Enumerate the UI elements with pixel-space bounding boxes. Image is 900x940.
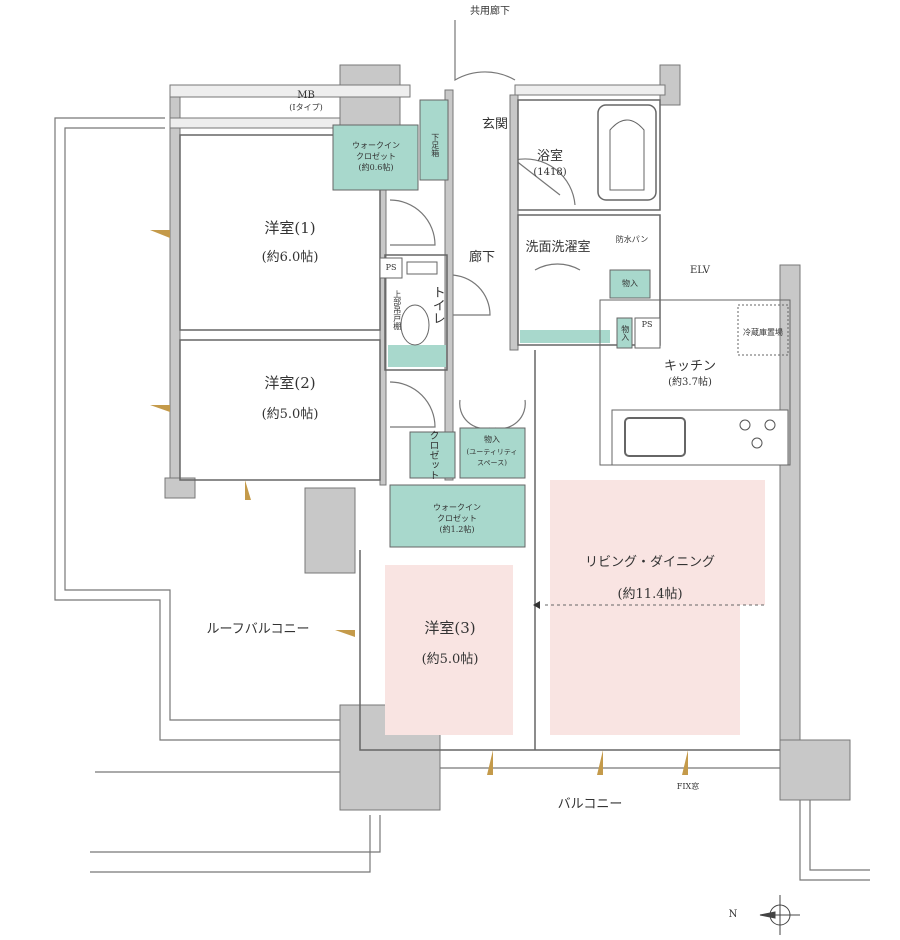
mb-type-label: (Iタイプ) xyxy=(289,103,323,113)
utility-storage xyxy=(459,427,526,479)
waterproof-pan-label: 防水パン xyxy=(615,235,649,245)
wic-small-label-2: クロゼット xyxy=(356,152,396,162)
wic-small-label: ウォークイン xyxy=(352,141,400,151)
room1-area: (約6.0帖) xyxy=(261,250,319,266)
utility-label: 物入 xyxy=(484,435,500,445)
wic-small-area: (約0.6帖) xyxy=(358,163,394,173)
bathtub xyxy=(597,104,657,201)
common-corridor-label: 共用廊下 xyxy=(470,6,510,17)
room2-area: (約5.0帖) xyxy=(261,407,319,423)
compass-icon xyxy=(759,895,800,935)
toilet-label: トイレ xyxy=(429,285,445,325)
entry-door xyxy=(454,20,516,82)
living-area: (約11.4帖) xyxy=(617,587,683,603)
kitchen-label: キッチン xyxy=(663,359,717,375)
living-area-fill xyxy=(550,480,765,605)
room3-area: (約5.0帖) xyxy=(421,652,479,668)
shoe-box-label: 下足箱 xyxy=(430,133,440,157)
room2-label: 洋室(2) xyxy=(264,374,316,392)
room3-fill xyxy=(385,565,513,735)
balcony-label: バルコニー xyxy=(557,797,623,813)
mb-label: MB xyxy=(297,90,315,101)
closet xyxy=(409,431,456,479)
fridge-label: 冷蔵庫置場 xyxy=(743,328,783,338)
wic-large xyxy=(389,484,526,548)
wall xyxy=(169,84,181,491)
shoe-box xyxy=(419,99,449,181)
wic-large-label-2: クロゼット xyxy=(437,514,477,524)
storage2-label: 物入 xyxy=(620,325,630,341)
entrance-label: 玄関 xyxy=(481,117,509,133)
ps1-label: PS xyxy=(385,263,397,273)
elv-label: ELV xyxy=(690,265,710,276)
ps2-label: PS xyxy=(641,320,653,330)
roof-balcony-outline xyxy=(54,117,346,741)
wic-small xyxy=(332,124,419,191)
wic-large-label: ウォークイン xyxy=(433,503,481,513)
bath-label: 浴室 xyxy=(536,149,564,165)
room3-label: 洋室(3) xyxy=(424,619,476,637)
roof-balcony-label: ルーフバルコニー xyxy=(206,622,310,638)
bath-size: (1418) xyxy=(533,167,567,178)
closet-label: クロゼット xyxy=(427,430,438,480)
wic-large-area: (約1.2帖) xyxy=(439,525,475,535)
kitchen-area: (約3.7帖) xyxy=(668,377,712,388)
living-label: リビング・ダイニング xyxy=(584,555,716,571)
stove xyxy=(739,419,776,449)
upper-cabinet-label: 上部吊戸棚 xyxy=(392,290,402,330)
corridor-label: 廊下 xyxy=(468,250,496,266)
room1-label: 洋室(1) xyxy=(264,219,316,237)
fix-window-label: FIX窓 xyxy=(676,782,700,792)
utility-sub-2: スペース) xyxy=(477,458,507,467)
washroom-label: 洗面洗濯室 xyxy=(525,240,591,256)
utility-sub: (ユーティリティ xyxy=(466,447,518,456)
north-label: N xyxy=(728,909,738,920)
storage1-label: 物入 xyxy=(622,279,638,289)
